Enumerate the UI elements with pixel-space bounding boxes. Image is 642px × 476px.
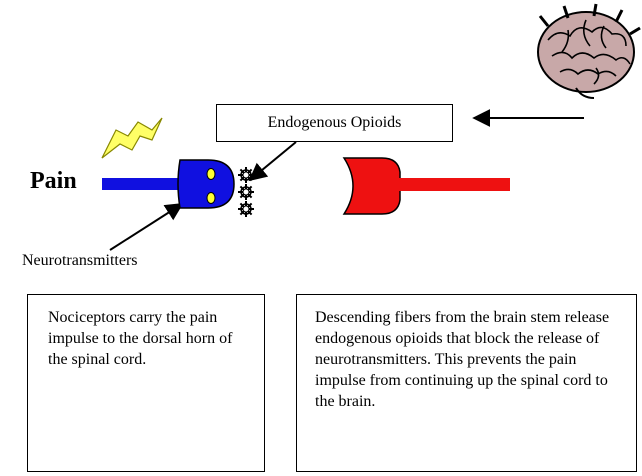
neurotransmitters-pointer-arrow (110, 204, 182, 250)
descending-fibers-info-box: Descending fibers from the brain stem re… (296, 294, 637, 472)
gear-icon (238, 167, 254, 217)
presynaptic-terminal (102, 160, 234, 208)
descending-fibers-info-text: Descending fibers from the brain stem re… (315, 309, 609, 410)
postsynaptic-terminal (344, 158, 510, 214)
brain-icon (538, 4, 640, 98)
nociceptor-info-text: Nociceptors carry the pain impulse to th… (48, 309, 232, 368)
neurotransmitters-label: Neurotransmitters (22, 252, 138, 270)
endogenous-opioids-callout: Endogenous Opioids (216, 104, 453, 142)
endogenous-opioids-label: Endogenous Opioids (268, 114, 402, 132)
lightning-icon (102, 118, 162, 158)
nociceptor-info-box: Nociceptors carry the pain impulse to th… (27, 294, 265, 472)
opioids-pointer-arrow (250, 142, 296, 180)
pain-label: Pain (30, 168, 77, 195)
